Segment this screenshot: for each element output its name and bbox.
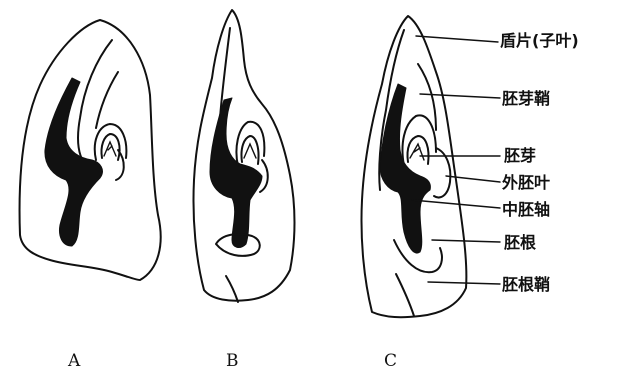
label-mesocotyl: 中胚轴	[502, 200, 550, 219]
embryo-c-outline	[361, 16, 466, 317]
label-radicle: 胚根	[504, 233, 536, 252]
labels: 盾片(子叶) 胚芽鞘 胚芽 外胚叶 中胚轴 胚根 胚根鞘	[500, 31, 579, 294]
embryo-figure-b	[193, 10, 294, 302]
label-coleoptile: 胚芽鞘	[502, 89, 550, 108]
leader-scutellum	[416, 36, 498, 42]
caption-a: A	[67, 351, 81, 371]
embryo-a-outline	[20, 20, 161, 280]
label-coleorhiza: 胚根鞘	[502, 275, 550, 294]
label-scutellum: 盾片(子叶)	[500, 31, 579, 50]
caption-c: C	[384, 351, 397, 371]
embryo-b-outline	[193, 10, 294, 301]
embryo-figure-c	[361, 16, 466, 317]
label-epiblast: 外胚叶	[501, 173, 550, 192]
captions: A B C	[67, 351, 397, 371]
caption-b: B	[226, 351, 239, 371]
label-plumule: 胚芽	[504, 146, 536, 165]
embryo-figure-a	[20, 20, 161, 280]
